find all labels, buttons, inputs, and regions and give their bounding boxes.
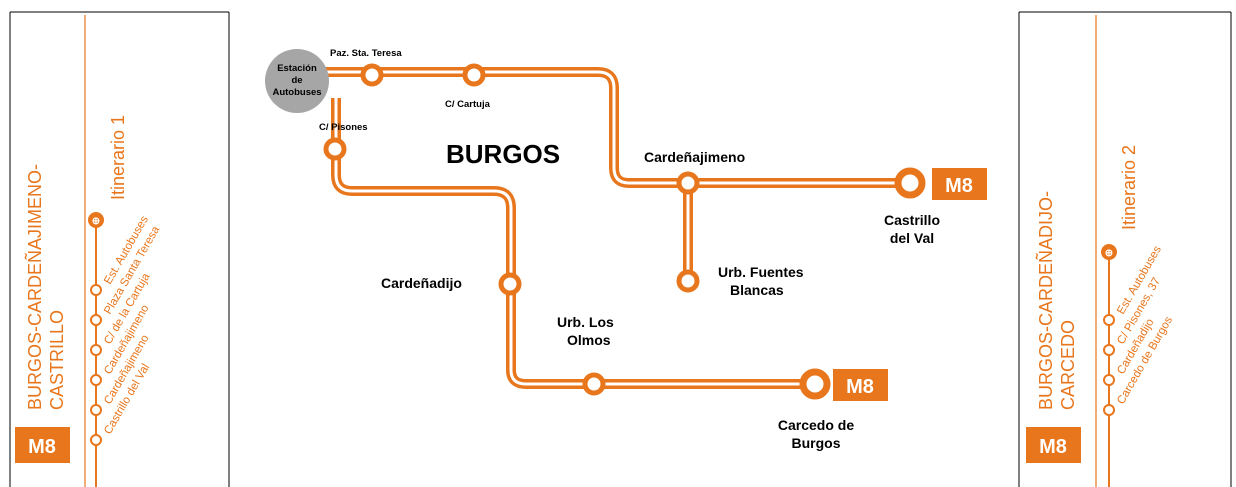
stop-cardenadijo [498, 272, 522, 296]
bus-station-label-line1: Estación [277, 63, 317, 74]
stop-paz-sta-teresa [360, 63, 384, 87]
route-2-line-inner [334, 98, 813, 386]
left-stop-dot [90, 344, 102, 356]
m8-badge-bottom-text: M8 [846, 376, 874, 398]
left-panel-title-line1: BURGOS-CARDEÑAJIMENO- [24, 164, 45, 410]
left-itinerary-label: Itinerario 1 [108, 115, 128, 200]
left-panel-title-line2: CASTRILLO [47, 310, 67, 410]
label-olmos-line1: Urb. Los [557, 314, 614, 330]
m8-badge-top-text: M8 [945, 175, 973, 197]
route-1-line-inner [300, 70, 908, 185]
left-m8-badge [15, 427, 70, 463]
stop-c-cartuja [462, 63, 486, 87]
stop-fuentes-blancas [676, 269, 700, 293]
label-cardenajimeno: Cardeñajimeno [644, 149, 745, 165]
left-stop-dot [90, 434, 102, 446]
left-bus-station-glyph: ⊕ [92, 216, 100, 227]
left-m8-badge-text: M8 [28, 436, 56, 458]
label-carcedo-line1: Carcedo de [778, 417, 854, 433]
label-castrillo-line1: Castrillo [884, 212, 940, 228]
right-itinerary-label: Itinerario 2 [1119, 145, 1139, 230]
left-stop-dot [90, 314, 102, 326]
label-olmos-line2: Olmos [567, 332, 611, 348]
stop-c-pisones [323, 137, 347, 161]
right-m8-badge-text: M8 [1039, 436, 1067, 458]
label-fuentes-line1: Urb. Fuentes [718, 264, 804, 280]
bus-station-circle [265, 49, 329, 113]
right-m8-badge [1026, 427, 1081, 463]
terminal-carcedo [799, 368, 831, 400]
right-panel-title-line2: CARCEDO [1058, 320, 1078, 410]
m8-badge-top [932, 168, 987, 200]
stop-los-olmos [582, 372, 606, 396]
label-c-cartuja: C/ Cartuja [445, 99, 491, 110]
right-stop-dot [1103, 404, 1115, 416]
label-cardenadijo: Cardeñadijo [381, 275, 462, 291]
label-castrillo-line2: del Val [890, 230, 934, 246]
right-stop-dot [1103, 374, 1115, 386]
m8-badge-bottom [833, 369, 888, 401]
bus-station-label-line2: de [291, 75, 302, 86]
city-label: BURGOS [446, 139, 560, 169]
left-stop-dot [90, 404, 102, 416]
terminal-castrillo [894, 167, 926, 199]
right-panel: BURGOS-CARDEÑADIJO- CARCEDO Itinerario 2… [1018, 11, 1232, 487]
label-c-pisones: C/ Pisones [319, 122, 368, 133]
route-1-line [300, 67, 908, 188]
bus-station-label-line3: Autobuses [272, 87, 321, 98]
left-bus-station-icon [88, 212, 104, 228]
left-stop-dot [90, 284, 102, 296]
left-panel: BURGOS-CARDEÑAJIMENO- CASTRILLO Itinerar… [9, 11, 230, 487]
right-stop-dot [1103, 314, 1115, 326]
label-fuentes-line2: Blancas [730, 282, 784, 298]
left-stop-dot [90, 374, 102, 386]
center-map: Estación de Autobuses Paz. Sta. Teresa C… [265, 48, 987, 451]
right-bus-station-glyph: ⊕ [1105, 248, 1113, 259]
label-carcedo-line2: Burgos [792, 435, 841, 451]
label-paz-sta-teresa: Paz. Sta. Teresa [330, 48, 402, 59]
right-stop-dot [1103, 344, 1115, 356]
stop-cardenajimeno [676, 171, 700, 195]
right-bus-station-icon [1101, 244, 1117, 260]
right-panel-title-line1: BURGOS-CARDEÑADIJO- [1035, 191, 1056, 410]
